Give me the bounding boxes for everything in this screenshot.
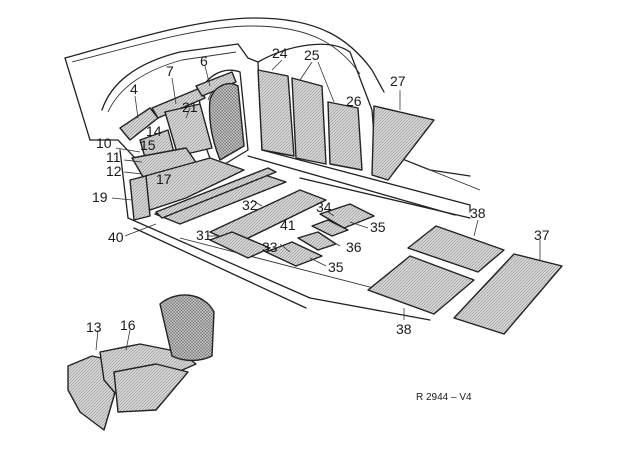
callout-26: 26 [346,93,362,109]
callout-25: 25 [304,47,320,63]
callout-6: 6 [200,53,208,69]
panel-32b-floor-left [155,167,277,219]
panel-31-floor-strip [209,231,271,259]
panel-35-small [311,219,349,237]
callout-40: 40 [108,229,124,245]
insulation-panels [67,69,563,431]
callout-35-lower: 35 [328,259,344,275]
panel-21-kick [164,103,213,157]
reference-code: R 2944 – V4 [416,392,472,403]
callout-15: 15 [140,137,156,153]
panel-37-trunk-right [453,253,563,335]
panel-door-inner [208,82,245,161]
car-body-outline [64,17,481,321]
panel-backrest [159,294,215,362]
callout-35-upper: 35 [370,219,386,235]
panel-6-dash-right [195,71,237,97]
leader-lines [95,59,541,351]
panel-24-side [257,69,295,157]
callout-4: 4 [130,81,138,97]
callout-7: 7 [166,63,174,79]
callout-10: 10 [96,135,112,151]
panel-38-trunk-lower [367,255,475,315]
callout-14: 14 [146,123,162,139]
callout-31: 31 [196,227,212,243]
callout-17: 17 [156,171,172,187]
callout-16: 16 [120,317,136,333]
panel-25-side [291,77,327,165]
panel-26-side [327,101,363,171]
callout-27: 27 [390,73,406,89]
panel-38-trunk-upper [407,225,505,273]
panel-13b-floor [113,363,189,413]
callout-38-upper: 38 [470,205,486,221]
callout-34: 34 [316,199,332,215]
callout-24: 24 [272,45,288,61]
callout-38-lower: 38 [396,321,412,337]
panel-19-sill [129,175,151,221]
callout-13: 13 [86,319,102,335]
callout-41: 41 [280,217,296,233]
callout-12: 12 [106,163,122,179]
panel-33-floor [265,241,323,267]
callout-19: 19 [92,189,108,205]
callout-33: 33 [262,239,278,255]
callout-36: 36 [346,239,362,255]
panel-7-dash-center [151,87,206,119]
callout-21: 21 [182,99,198,115]
panel-27-rear [371,105,435,181]
callout-32: 32 [242,197,258,213]
callout-11: 11 [106,149,121,165]
callout-37: 37 [534,227,550,243]
callout-labels: 4 6 7 10 11 12 13 14 15 16 17 19 21 24 2… [86,45,550,337]
